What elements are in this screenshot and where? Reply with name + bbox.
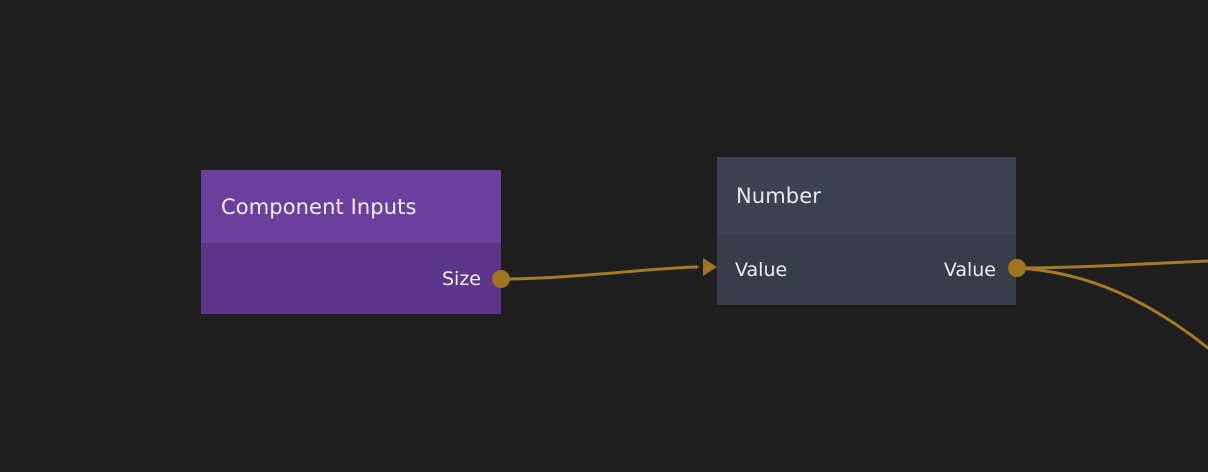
node-header[interactable]: Component Inputs [201,170,501,243]
node-title: Component Inputs [221,194,417,219]
node-component-inputs[interactable]: Component Inputs Size [201,170,501,314]
circle-port-icon-size-output[interactable] [492,270,510,288]
node-body: Value Value [717,234,1016,305]
output-port-row-size[interactable]: Size [201,266,501,292]
node-body: Size [201,243,501,314]
edge-size-to-value [499,265,699,281]
node-title: Number [736,183,821,208]
output-port-label-size: Size [441,268,481,290]
edge-value-out-upper [1015,259,1208,270]
node-number[interactable]: Number Value Value [717,157,1016,305]
port-row-value[interactable]: Value Value [717,257,1016,283]
circle-port-icon-value-output[interactable] [1008,259,1026,277]
input-port-label-value: Value [735,259,788,281]
output-port-label-value: Value [943,259,996,281]
edge-value-out-lower [1015,266,1208,350]
arrow-port-icon-value-input[interactable] [703,258,717,276]
node-header[interactable]: Number [717,157,1016,234]
